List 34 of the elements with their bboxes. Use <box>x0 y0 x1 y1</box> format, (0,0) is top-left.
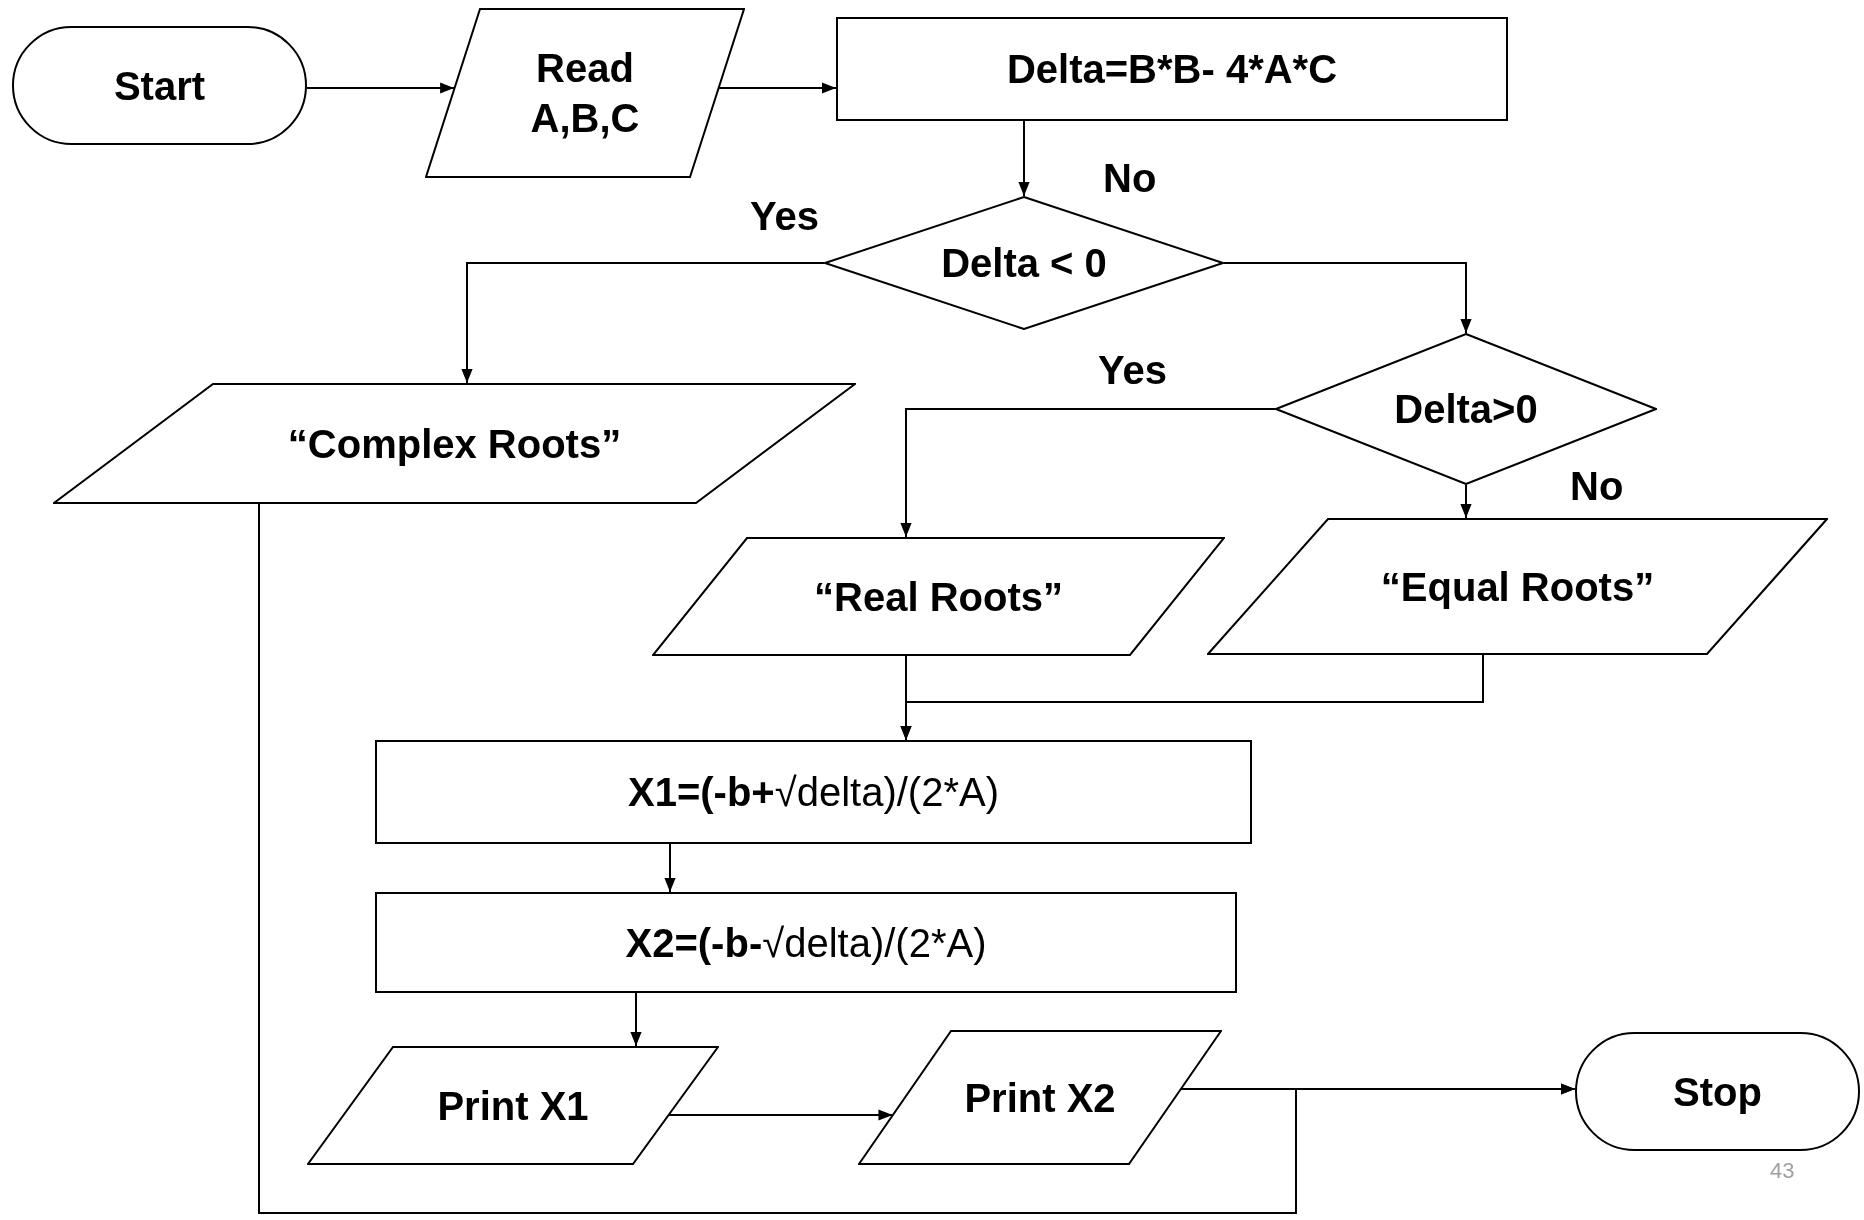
node-label: “Equal Roots” <box>1380 563 1655 611</box>
process-box <box>375 740 1252 844</box>
node-label: Delta>0 <box>1394 386 1538 433</box>
page-number: 43 <box>1770 1160 1795 1182</box>
arrow <box>258 503 1576 1214</box>
arrow <box>461 262 825 384</box>
arrow <box>630 992 642 1047</box>
input-output-parallelogram <box>1207 518 1828 655</box>
node-label: “Complex Roots” <box>287 420 622 468</box>
node-label: “Real Roots” <box>814 573 1063 621</box>
input-output-parallelogram <box>858 1030 1222 1165</box>
node-label: X1=(-b+√delta)/(2*A) <box>628 769 999 816</box>
node-label: Delta=B*B- 4*A*C <box>1006 46 1338 93</box>
process-box <box>375 892 1237 993</box>
arrow <box>1018 120 1030 197</box>
arrow <box>1223 262 1472 334</box>
node-label: Delta < 0 <box>941 240 1107 287</box>
input-output-parallelogram <box>652 537 1225 656</box>
input-output-parallelogram <box>53 383 856 504</box>
arrow <box>664 843 676 893</box>
node-label: X2=(-b-√delta)/(2*A) <box>625 919 987 967</box>
arrow <box>1460 484 1472 519</box>
decision-diamond <box>824 196 1224 330</box>
node-label: Start <box>113 62 206 110</box>
input-output-parallelogram <box>307 1046 719 1165</box>
process-box <box>836 17 1508 121</box>
node-label: Read A,B,C <box>529 45 641 142</box>
node-label: Print X2 <box>964 1074 1116 1122</box>
node-label: Print X1 <box>437 1082 589 1130</box>
input-output-parallelogram <box>425 8 745 178</box>
arrow <box>900 408 1276 538</box>
arrow <box>900 654 1484 741</box>
arrow <box>718 82 837 94</box>
node-label: Stop <box>1673 1068 1762 1116</box>
